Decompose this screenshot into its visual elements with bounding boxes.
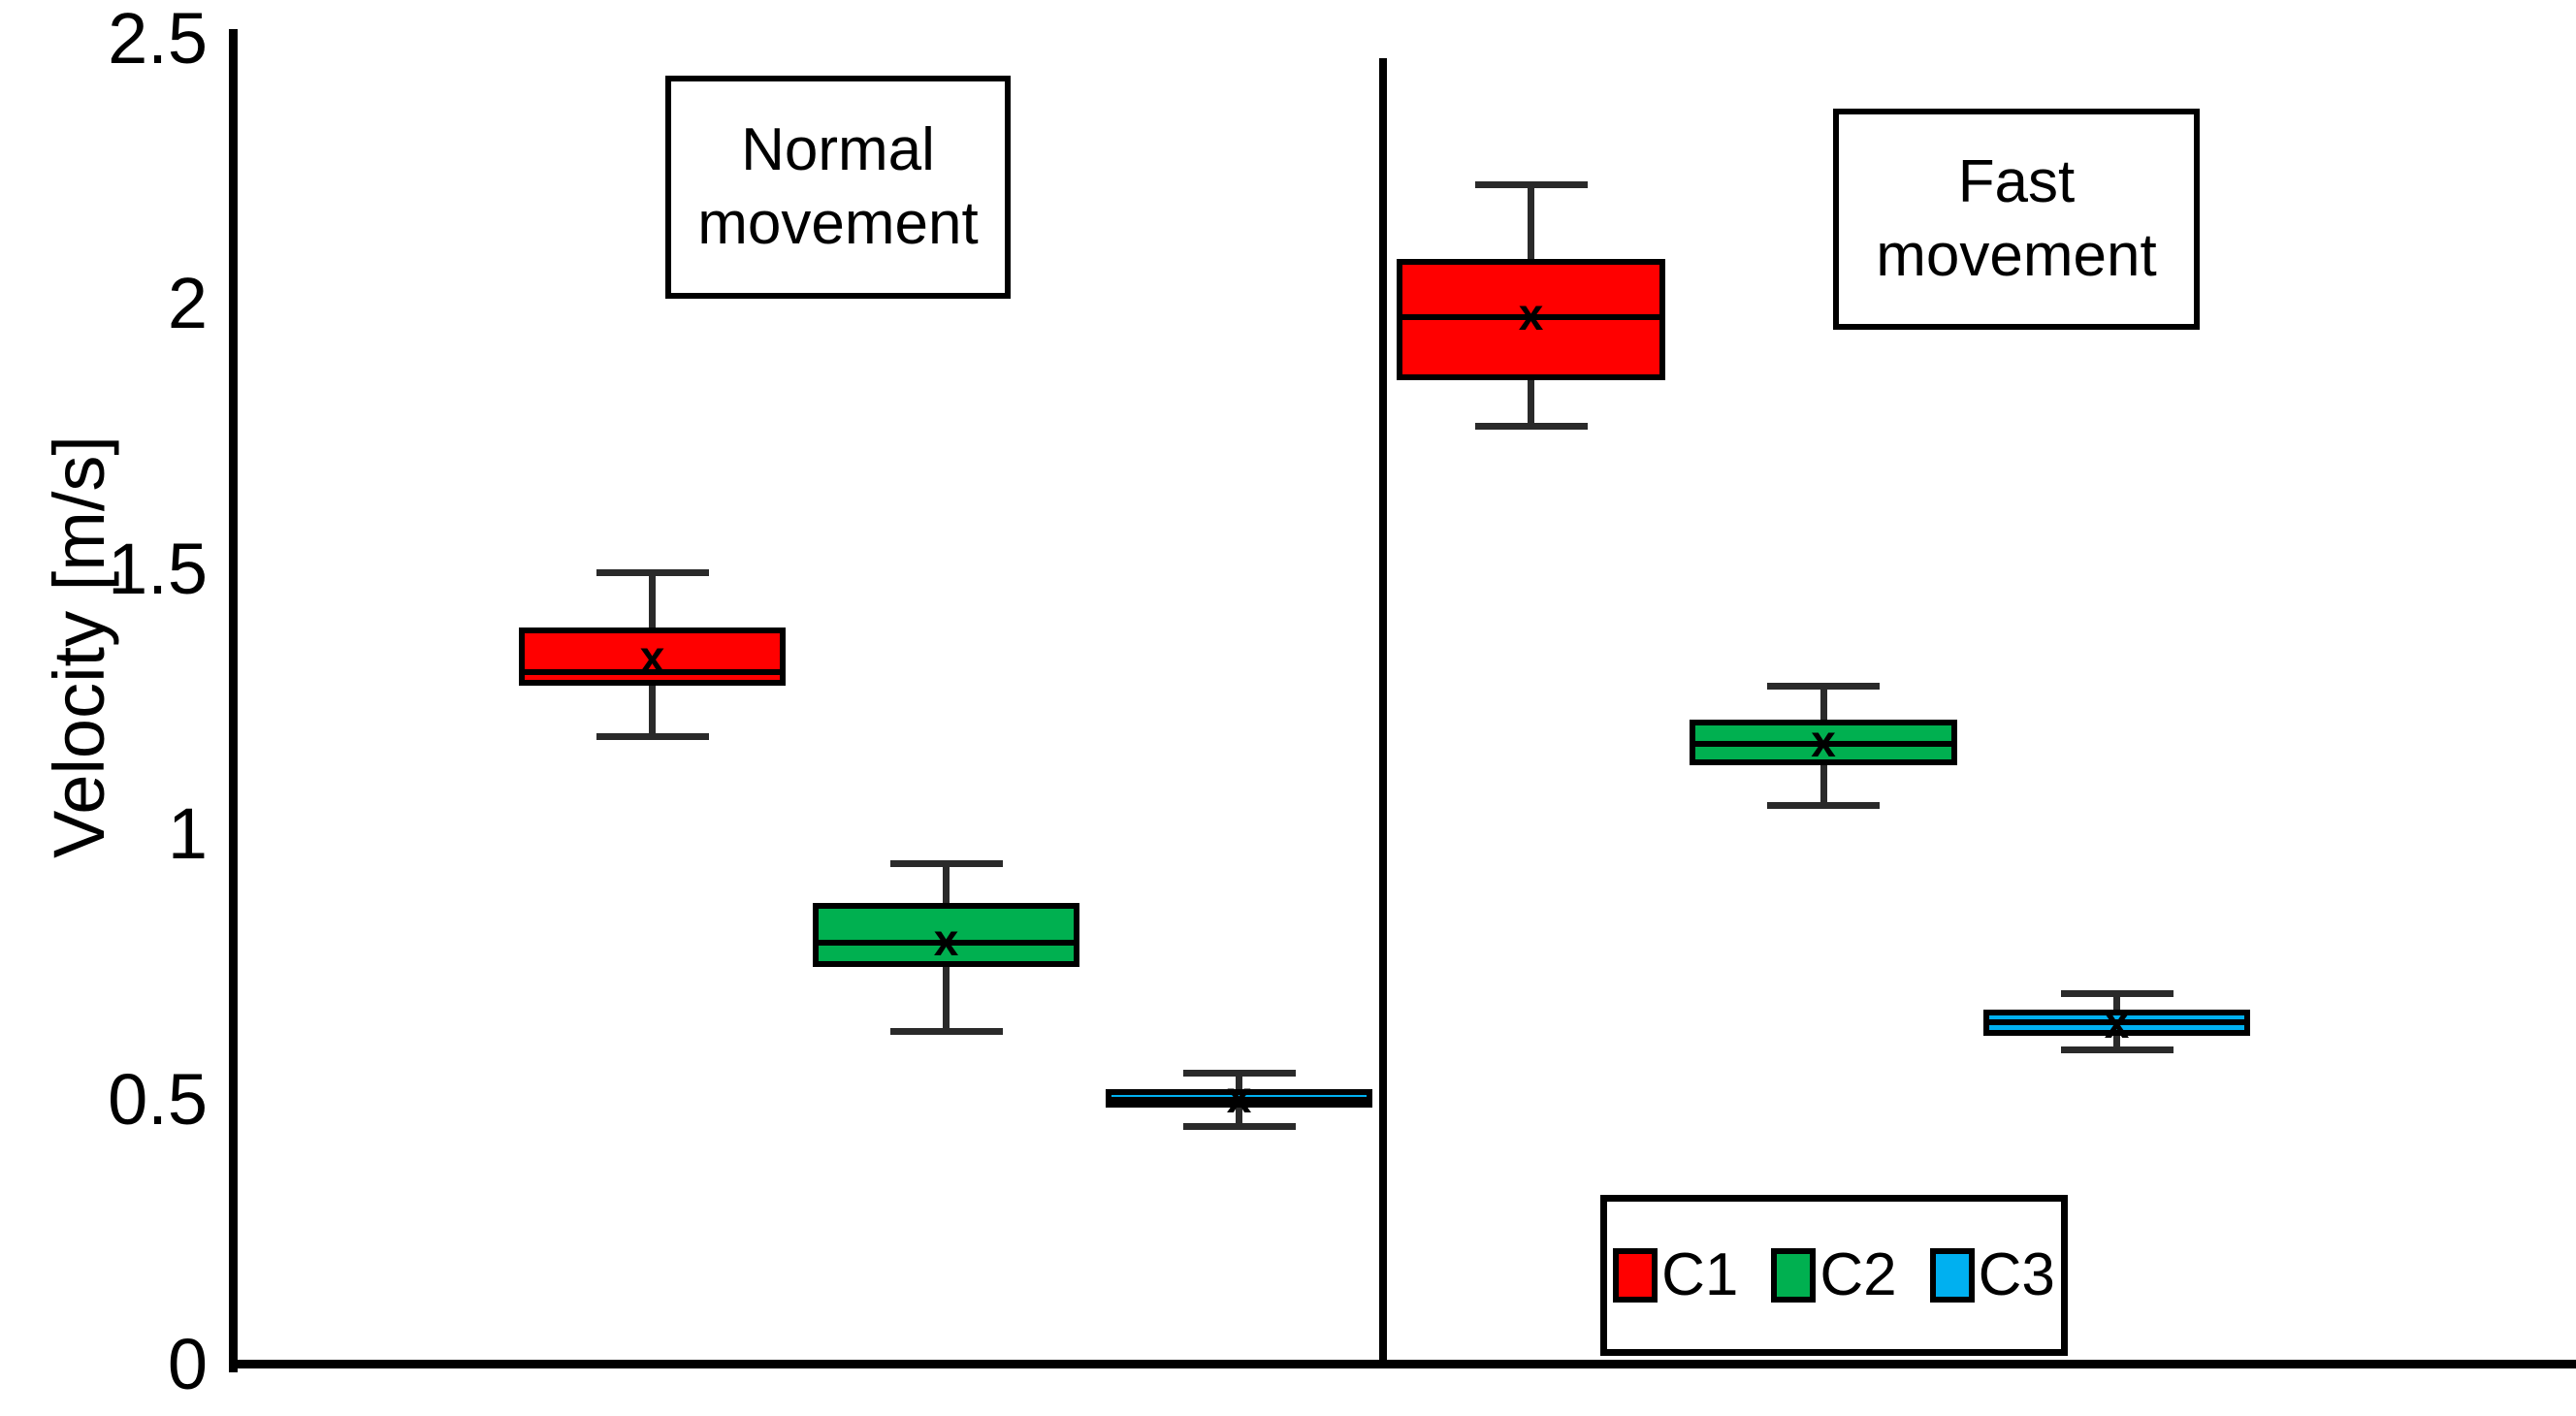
whisker-cap-lower bbox=[2060, 1046, 2174, 1053]
whisker-cap-upper bbox=[1767, 683, 1880, 691]
legend-label-c3: C3 bbox=[1978, 1241, 2055, 1308]
y-axis-tick-label: 1 bbox=[167, 793, 208, 874]
whisker-cap-lower bbox=[1767, 802, 1880, 810]
mean-marker-x-icon: x bbox=[933, 915, 959, 966]
whisker-cap-lower bbox=[1182, 1123, 1296, 1131]
whisker-cap-upper bbox=[2060, 990, 2174, 998]
whisker-lower bbox=[1236, 1107, 1242, 1124]
whisker-upper bbox=[943, 860, 950, 904]
whisker-lower bbox=[649, 685, 656, 734]
whisker-cap-lower bbox=[1474, 423, 1588, 431]
legend-item-c3[interactable]: C3 bbox=[1929, 1241, 2055, 1308]
median-line bbox=[1106, 1096, 1372, 1103]
legend-label-c2: C2 bbox=[1819, 1241, 1897, 1308]
whisker-lower bbox=[2113, 1035, 2120, 1046]
whisker-lower bbox=[943, 966, 950, 1028]
whisker-upper bbox=[1236, 1070, 1242, 1089]
mean-marker-x-icon: x bbox=[639, 630, 665, 682]
x-axis-line bbox=[229, 1360, 2576, 1368]
mean-marker-x-icon: x bbox=[1226, 1071, 1252, 1122]
whisker-upper bbox=[1528, 181, 1534, 259]
callout-fast-movement: Fast movement bbox=[1833, 109, 2200, 330]
whisker-cap-upper bbox=[889, 860, 1003, 868]
y-axis-line bbox=[229, 29, 238, 1372]
legend: C1 C2 C3 bbox=[1600, 1195, 2068, 1356]
legend-swatch-c3 bbox=[1929, 1248, 1975, 1303]
whisker-cap-upper bbox=[1474, 181, 1588, 189]
mean-marker-x-icon: x bbox=[1811, 716, 1836, 767]
legend-item-c1[interactable]: C1 bbox=[1613, 1245, 1738, 1305]
legend-swatch-c2 bbox=[1771, 1248, 1817, 1303]
y-axis-tick-label: 1.5 bbox=[108, 529, 208, 609]
callout-fast-line2: movement bbox=[1876, 222, 2157, 289]
median-line bbox=[813, 940, 1079, 947]
whisker-lower bbox=[1528, 380, 1534, 424]
y-axis-tick-label: 0 bbox=[167, 1324, 208, 1404]
whisker-lower bbox=[1819, 764, 1827, 803]
median-line bbox=[1983, 1019, 2250, 1026]
whisker-upper bbox=[1819, 683, 1827, 721]
legend-label-c1: C1 bbox=[1661, 1241, 1739, 1308]
group-divider-line bbox=[1379, 58, 1387, 1366]
whisker-cap-upper bbox=[596, 568, 709, 576]
whisker-upper bbox=[2113, 990, 2120, 1010]
mean-marker-x-icon: x bbox=[2104, 997, 2130, 1048]
y-axis-tick-label: 0.5 bbox=[108, 1059, 208, 1140]
whisker-upper bbox=[649, 568, 656, 628]
callout-normal-line2: movement bbox=[697, 190, 979, 257]
y-axis-tick-label: 2 bbox=[167, 263, 208, 343]
legend-item-c2[interactable]: C2 bbox=[1771, 1241, 1897, 1308]
callout-normal-movement: Normal movement bbox=[665, 76, 1011, 299]
whisker-cap-lower bbox=[889, 1027, 1003, 1035]
box-iqr bbox=[813, 903, 1079, 967]
median-line bbox=[1690, 741, 1957, 747]
whisker-cap-upper bbox=[1182, 1070, 1296, 1078]
whisker-cap-lower bbox=[596, 733, 709, 741]
callout-fast-line1: Fast bbox=[1957, 148, 2076, 215]
median-line bbox=[519, 669, 786, 676]
legend-swatch-c1 bbox=[1613, 1248, 1658, 1303]
box-iqr bbox=[519, 627, 786, 686]
y-axis-tick-label: 2.5 bbox=[108, 0, 208, 79]
mean-marker-x-icon: x bbox=[1518, 288, 1544, 339]
callout-normal-line1: Normal bbox=[741, 116, 935, 183]
median-line bbox=[1397, 313, 1665, 320]
